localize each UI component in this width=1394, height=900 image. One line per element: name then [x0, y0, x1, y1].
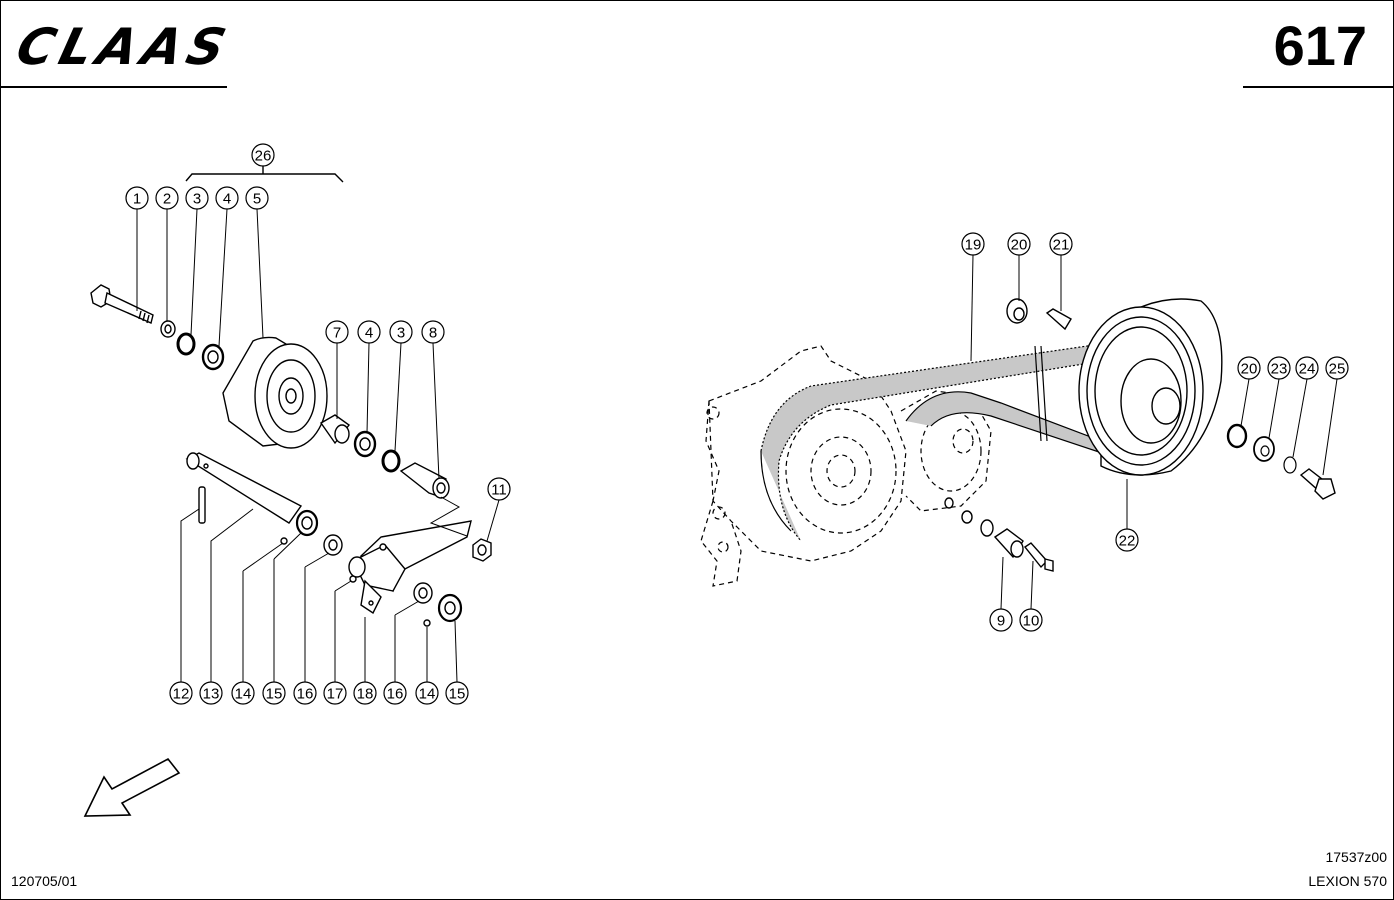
- group-bracket: [185, 173, 344, 183]
- callout-13: [199, 681, 223, 705]
- callout-5: [245, 186, 269, 210]
- page-number: 617: [1273, 14, 1367, 77]
- callout-4: [215, 186, 239, 210]
- callout-23: [1267, 356, 1291, 380]
- callout-label: 19: [965, 237, 982, 254]
- pulley-part: [222, 336, 328, 449]
- callout-21: [1049, 232, 1073, 256]
- callout-label: 26: [255, 148, 272, 165]
- callout-11: [487, 477, 511, 501]
- callout-14: [415, 681, 439, 705]
- grease-nipple-part: [280, 537, 288, 545]
- callout-label: 16: [387, 686, 404, 703]
- leader-lines-left: [136, 208, 500, 683]
- bolt-part: [90, 284, 154, 324]
- callout-label: 25: [1329, 361, 1346, 378]
- callout-label: 3: [193, 191, 201, 208]
- sleeve-part: [399, 462, 450, 499]
- callout-15: [262, 681, 286, 705]
- engine-housing: [700, 345, 992, 587]
- callout-label: 2: [163, 191, 171, 208]
- callout-label: 5: [253, 191, 261, 208]
- callout-8: [421, 320, 445, 344]
- pin-part: [198, 486, 206, 524]
- callout-3: [389, 320, 413, 344]
- callout-18: [353, 681, 377, 705]
- model-name: LEXION 570: [1308, 873, 1387, 889]
- callouts-left: [125, 143, 511, 705]
- callout-label: 18: [357, 686, 374, 703]
- callout-label: 4: [365, 325, 373, 342]
- callout-1: [125, 186, 149, 210]
- tension-arm-part: [348, 520, 472, 615]
- circlip-part: [1226, 423, 1248, 449]
- callout-19: [961, 232, 985, 256]
- tension-pulley-assembly: [90, 166, 500, 683]
- callout-12: [169, 681, 193, 705]
- callout-label: 1: [133, 191, 141, 208]
- callout-label: 8: [429, 325, 437, 342]
- callout-25: [1325, 356, 1349, 380]
- callout-label: 10: [1023, 613, 1040, 630]
- callout-14: [231, 681, 255, 705]
- callout-label: 21: [1053, 237, 1070, 254]
- bolt-part: [1006, 298, 1028, 324]
- callout-17: [323, 681, 347, 705]
- key-part: [1045, 308, 1072, 331]
- callout-label: 15: [266, 686, 283, 703]
- callout-16: [293, 681, 317, 705]
- callout-label: 23: [1271, 361, 1288, 378]
- grease-nipple-part: [423, 619, 431, 627]
- washer-part: [1283, 456, 1297, 474]
- callout-label: 20: [1011, 237, 1028, 254]
- callout-label: 3: [397, 325, 405, 342]
- callout-26: [251, 143, 275, 167]
- callout-label: 9: [997, 613, 1005, 630]
- date-code: 120705/01: [11, 873, 78, 889]
- drawing-id: 17537z00: [1325, 849, 1387, 865]
- callout-label: 11: [491, 482, 507, 499]
- callout-label: 4: [223, 191, 231, 208]
- callout-22: [1115, 528, 1139, 552]
- spacer-part: [319, 414, 351, 445]
- callout-label: 16: [297, 686, 314, 703]
- belt-drive-assembly: [700, 254, 1338, 610]
- leader-lines-right: [970, 254, 1338, 610]
- callout-15: [445, 681, 469, 705]
- callouts-right: [961, 232, 1349, 632]
- bolt-part: [1023, 542, 1048, 569]
- callout-label: 24: [1299, 361, 1316, 378]
- callout-3: [185, 186, 209, 210]
- callout-label: 13: [203, 686, 220, 703]
- callout-label: 17: [327, 686, 344, 703]
- idler-mount-parts: [944, 497, 1054, 572]
- callout-16: [383, 681, 407, 705]
- circlip-part: [176, 332, 196, 356]
- callout-4: [357, 320, 381, 344]
- callout-label: 14: [419, 686, 436, 703]
- callout-9: [989, 608, 1013, 632]
- callout-20: [1237, 356, 1261, 380]
- callout-label: 15: [449, 686, 466, 703]
- callout-2: [155, 186, 179, 210]
- callout-label: 12: [173, 686, 190, 703]
- callout-label: 14: [235, 686, 252, 703]
- callout-7: [325, 320, 349, 344]
- shaft-part: [185, 452, 303, 524]
- screw-part: [1299, 468, 1336, 500]
- callout-label: 20: [1241, 361, 1258, 378]
- callout-label: 7: [333, 325, 341, 342]
- direction-arrow-icon: [83, 757, 181, 817]
- callout-label: 22: [1119, 533, 1136, 550]
- crank-pulley-part: [1078, 298, 1223, 476]
- callout-20: [1007, 232, 1031, 256]
- callout-10: [1019, 608, 1043, 632]
- circlip-part: [381, 449, 401, 473]
- callout-24: [1295, 356, 1319, 380]
